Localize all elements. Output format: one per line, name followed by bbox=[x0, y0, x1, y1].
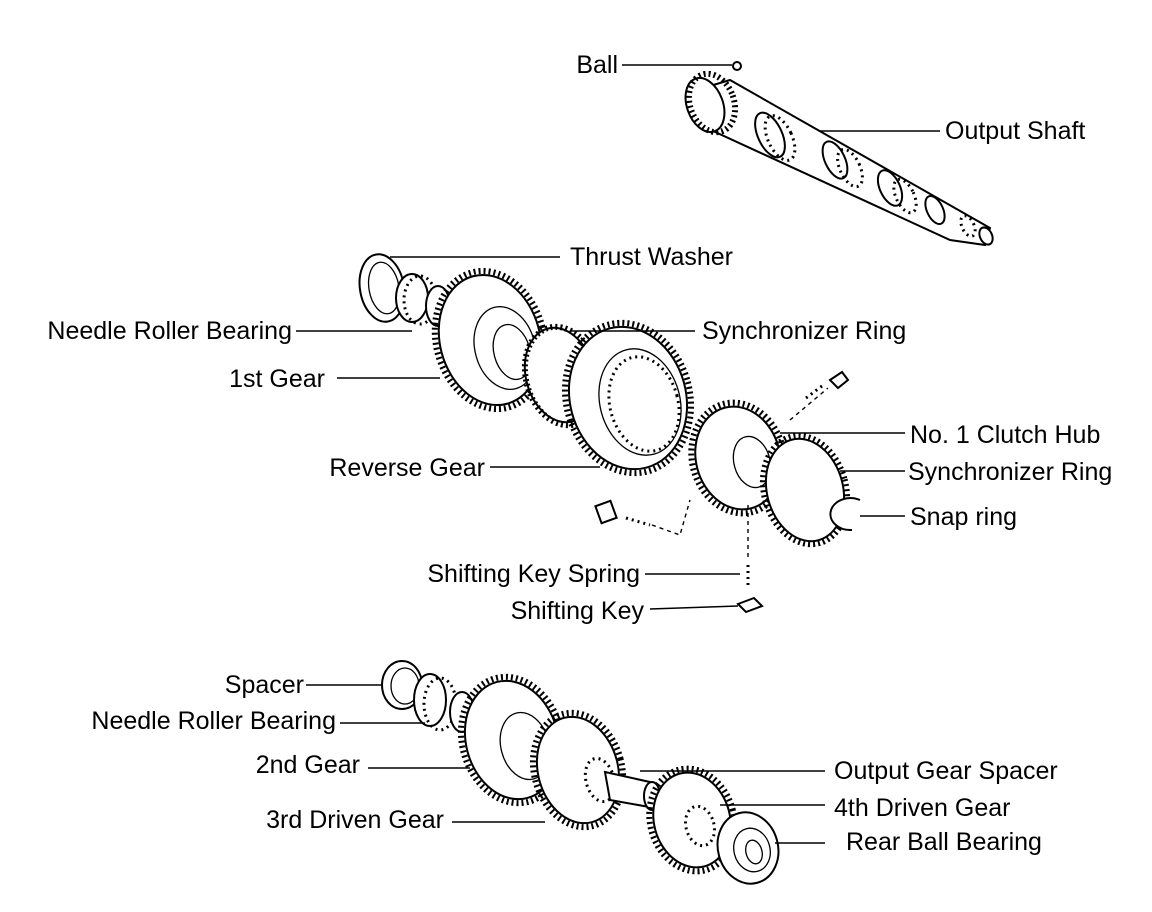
label-rear-ball-bearing: Rear Ball Bearing bbox=[846, 828, 1042, 856]
middle-assembly-drawing bbox=[358, 253, 861, 614]
label-synchronizer-ring-2: Synchronizer Ring bbox=[908, 458, 1112, 486]
label-ball: Ball bbox=[576, 51, 618, 79]
label-spacer: Spacer bbox=[225, 671, 304, 699]
label-4th-driven-gear: 4th Driven Gear bbox=[834, 794, 1010, 822]
label-shifting-key: Shifting Key bbox=[511, 597, 645, 625]
label-output-shaft: Output Shaft bbox=[945, 117, 1085, 145]
leader-lines bbox=[296, 64, 940, 844]
label-2nd-gear: 2nd Gear bbox=[256, 751, 360, 779]
label-reverse-gear: Reverse Gear bbox=[329, 454, 485, 482]
labels: Ball Output Shaft Thrust Washer Needle R… bbox=[47, 51, 1112, 856]
label-1st-gear: 1st Gear bbox=[229, 365, 325, 393]
label-synchronizer-ring-1: Synchronizer Ring bbox=[702, 317, 906, 345]
label-shifting-key-spring: Shifting Key Spring bbox=[427, 560, 640, 588]
lower-assembly-drawing bbox=[381, 660, 780, 885]
label-thrust-washer: Thrust Washer bbox=[570, 243, 733, 271]
label-needle-roller-bearing-1: Needle Roller Bearing bbox=[47, 317, 292, 345]
label-no1-clutch-hub: No. 1 Clutch Hub bbox=[910, 421, 1100, 449]
label-snap-ring: Snap ring bbox=[910, 503, 1017, 531]
output-shaft-drawing bbox=[684, 61, 994, 247]
label-3rd-driven-gear: 3rd Driven Gear bbox=[266, 806, 444, 834]
label-output-gear-spacer: Output Gear Spacer bbox=[834, 757, 1058, 785]
label-needle-roller-bearing-2: Needle Roller Bearing bbox=[91, 707, 336, 735]
